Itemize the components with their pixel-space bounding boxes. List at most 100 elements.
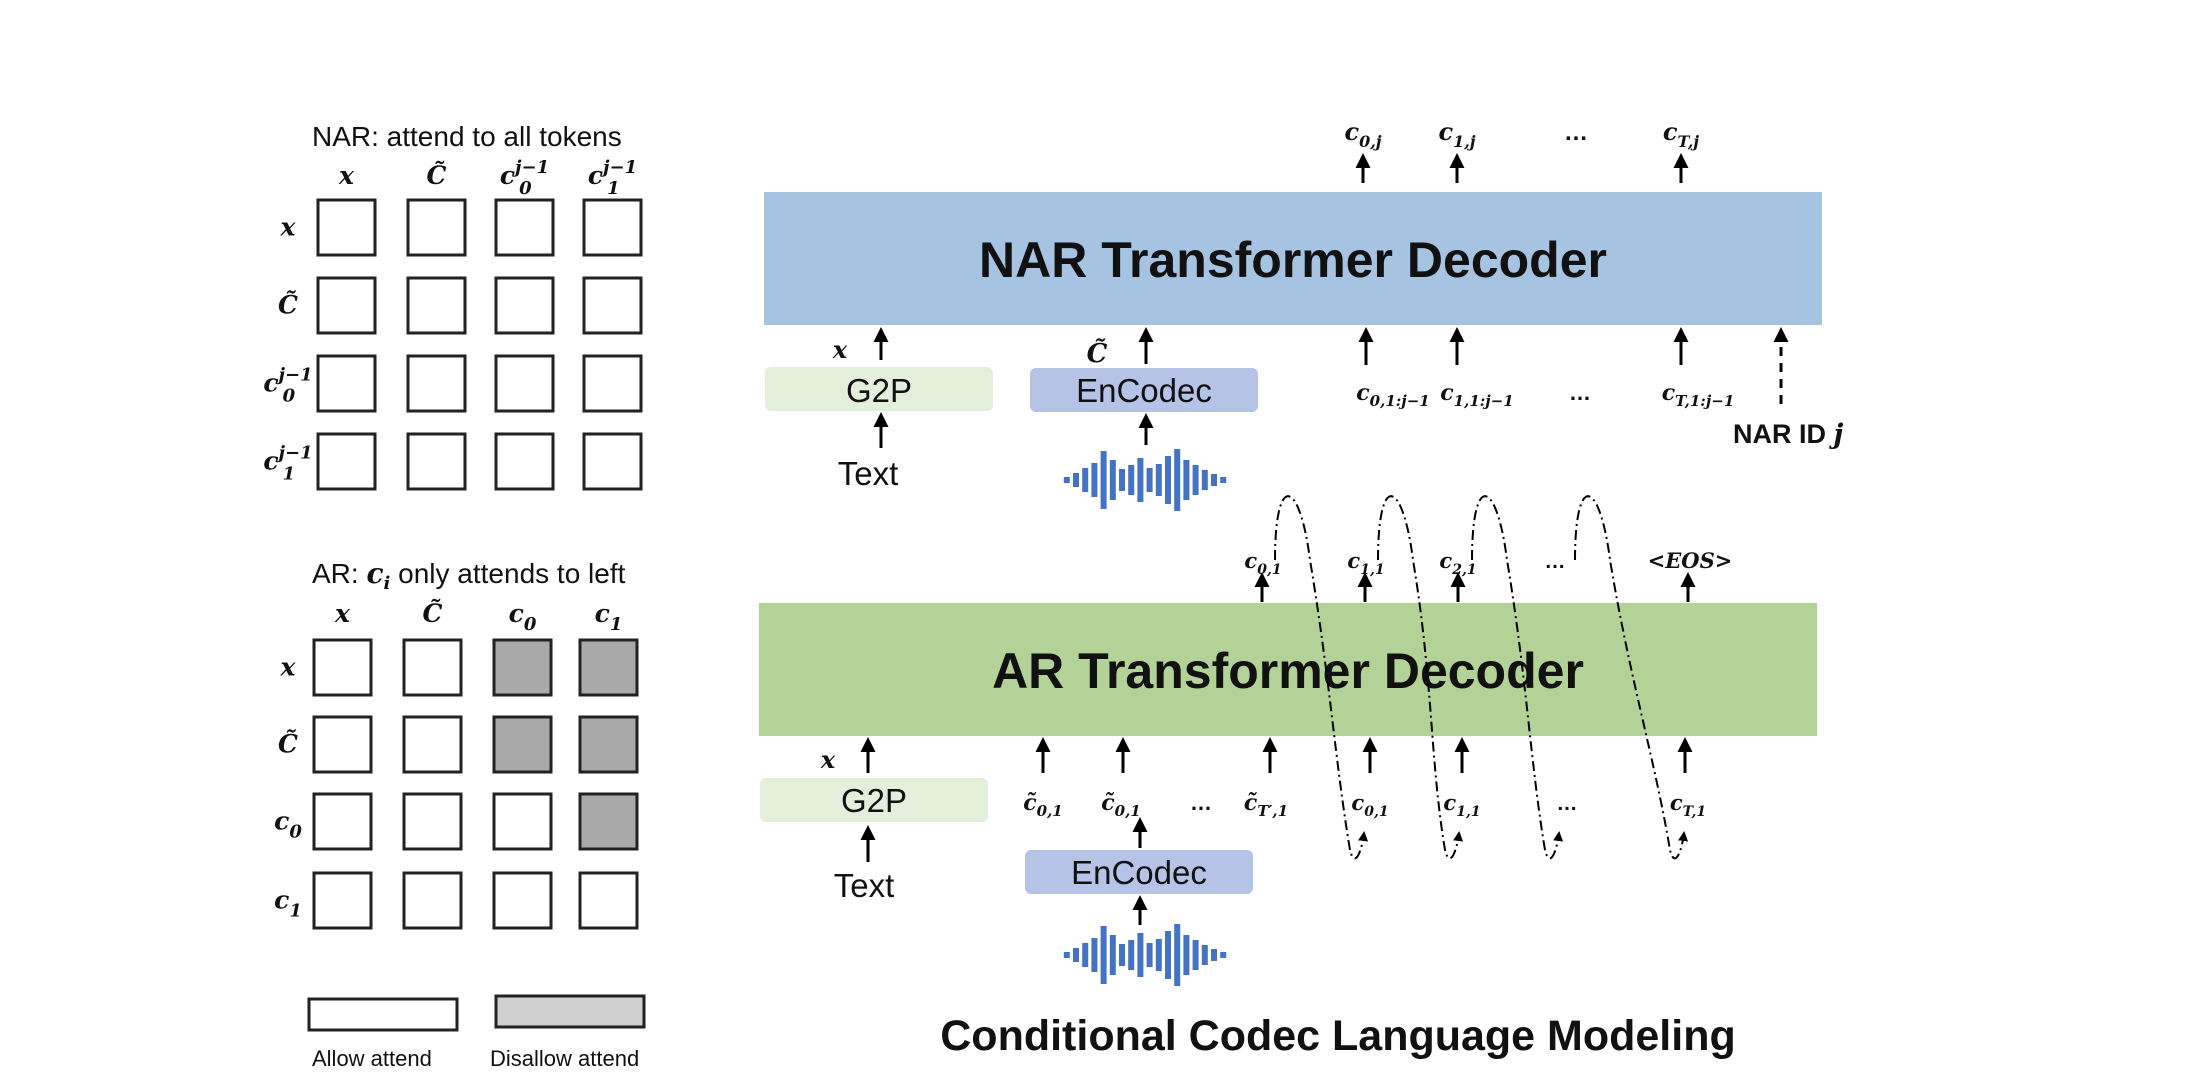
nar-decoder-block [764,192,1822,325]
nar-encodec-label: EnCodec [1076,372,1212,409]
ar-wave-bar [1109,935,1116,975]
nar-input-2: … [1569,380,1591,405]
ar-autoregressive-loops [1274,495,1689,860]
nar-col-label-2-base: c [500,161,515,190]
legend-disallow-swatch [494,994,646,1029]
nar-cell-1-2 [494,276,555,335]
nar-waveform-icon [1063,449,1227,511]
ar-row-label-1-base: C̃ [278,730,298,759]
nar-arrows [873,153,1789,448]
ar-cell-1-1 [402,715,463,774]
nar-row-label-0-base: x [280,213,297,242]
ar-output-4: <EOS> [1648,548,1733,573]
nar-input-2-base: … [1569,380,1591,405]
nar-input-1-base: c [1440,380,1454,406]
ar-cell-2-1 [402,792,463,851]
ar-input-1-base: c [1443,790,1456,815]
ar-section: AR Transformer Decoder G2P EnCodec Text … [759,495,1817,986]
ar-cell-2-3 [578,792,639,851]
main-title: Conditional Codec Language Modeling [940,1012,1735,1060]
ar-output-2-sub: 2,1 [1451,562,1476,578]
ar-col-label-2: c0 [509,599,537,635]
nar-section: NAR Transformer Decoder G2P EnCodec Text… [764,117,1844,511]
ar-output-0: c0,1 [1244,548,1281,578]
ar-wave-bar [1100,926,1107,984]
nar-id-label: NAR ID j [1733,419,1844,450]
ar-input-3: cT,1 [1670,790,1706,820]
ar-cell-3-3 [578,871,639,930]
ar-wave-bar [1137,933,1144,977]
ar-output-2-base: c [1439,548,1452,573]
ar-col-label-3-sub: 1 [610,614,623,635]
ar-prompt-2: … [1190,790,1212,815]
ar-decoder-label: AR Transformer Decoder [992,643,1584,699]
ar-title-sub: i [384,573,391,594]
ar-prompt-1: c̃0,1 [1101,790,1141,820]
ar-waveform-icon [1063,924,1227,986]
ar-cell-1-0 [312,715,373,774]
nar-cell-3-2 [494,432,555,491]
ar-loop-3 [1574,495,1689,860]
nar-output-0-base: c [1344,117,1359,146]
ar-wave-bar [1174,924,1181,986]
nar-wave-bar [1091,463,1098,497]
nar-cell-2-0 [316,354,377,413]
ar-wave-bar [1192,940,1199,970]
nar-col-label-3-sub: 1 [607,178,620,199]
nar-row-label-2-base: c [263,369,278,398]
ar-input-3-base: c [1670,790,1683,815]
ar-output-0-base: c [1244,548,1257,573]
ar-col-label-0: x [334,599,351,628]
nar-cell-1-0 [316,276,377,335]
ar-wave-bar [1201,945,1208,965]
ar-wave-bar [1091,938,1098,972]
ar-matrix-cells [312,638,639,930]
ar-cell-0-2 [492,638,553,697]
legend-allow-swatch [307,997,459,1032]
ar-prompt-3: c̃T′,1 [1244,790,1288,820]
nar-cell-3-1 [406,432,467,491]
ar-loop-1 [1377,495,1464,860]
nar-x-label: x [832,335,848,364]
ar-title-var: c [366,557,383,590]
nar-col-label-3-base: c [588,161,603,190]
ar-g2p-block [760,778,988,822]
nar-col-label-1: C̃ [427,161,447,190]
ar-input-2: … [1557,792,1578,815]
nar-col-label-2-sub: 0 [519,178,532,199]
nar-input-3-base: c [1662,380,1676,406]
ar-prompt-3-sub: T′,1 [1257,802,1288,820]
ar-wave-bar [1146,943,1153,967]
nar-row-label-3-sub: 1 [283,464,296,485]
nar-wave-bar [1100,451,1107,509]
ar-input-2-base: … [1557,792,1578,815]
nar-cell-1-3 [582,276,643,335]
ar-row-label-1: C̃ [278,730,298,759]
ar-row-label-2: c0 [274,807,302,843]
ar-input-0: c0,1 [1351,790,1388,820]
ar-wave-bar [1073,948,1079,962]
legend-disallow-label: Disallow attend [490,1046,639,1071]
ar-cell-2-0 [312,792,373,851]
ar-col-label-3: c1 [595,599,623,635]
nar-cell-2-1 [406,354,467,413]
ar-wave-bar [1183,935,1190,975]
ar-prompt-0-base: c̃ [1023,790,1037,816]
ar-output-2: c2,1 [1439,548,1476,578]
nar-col-label-1-base: C̃ [427,161,447,190]
nar-row-label-3-sup: j−1 [276,443,313,464]
ar-row-label-0-base: x [280,653,297,682]
nar-wave-bar [1137,458,1144,502]
ar-cell-0-1 [402,638,463,697]
nar-id-prefix: NAR ID [1733,419,1834,449]
ar-output-4-base: <EOS> [1648,548,1733,573]
nar-row-label-2-sup: j−1 [276,365,313,386]
